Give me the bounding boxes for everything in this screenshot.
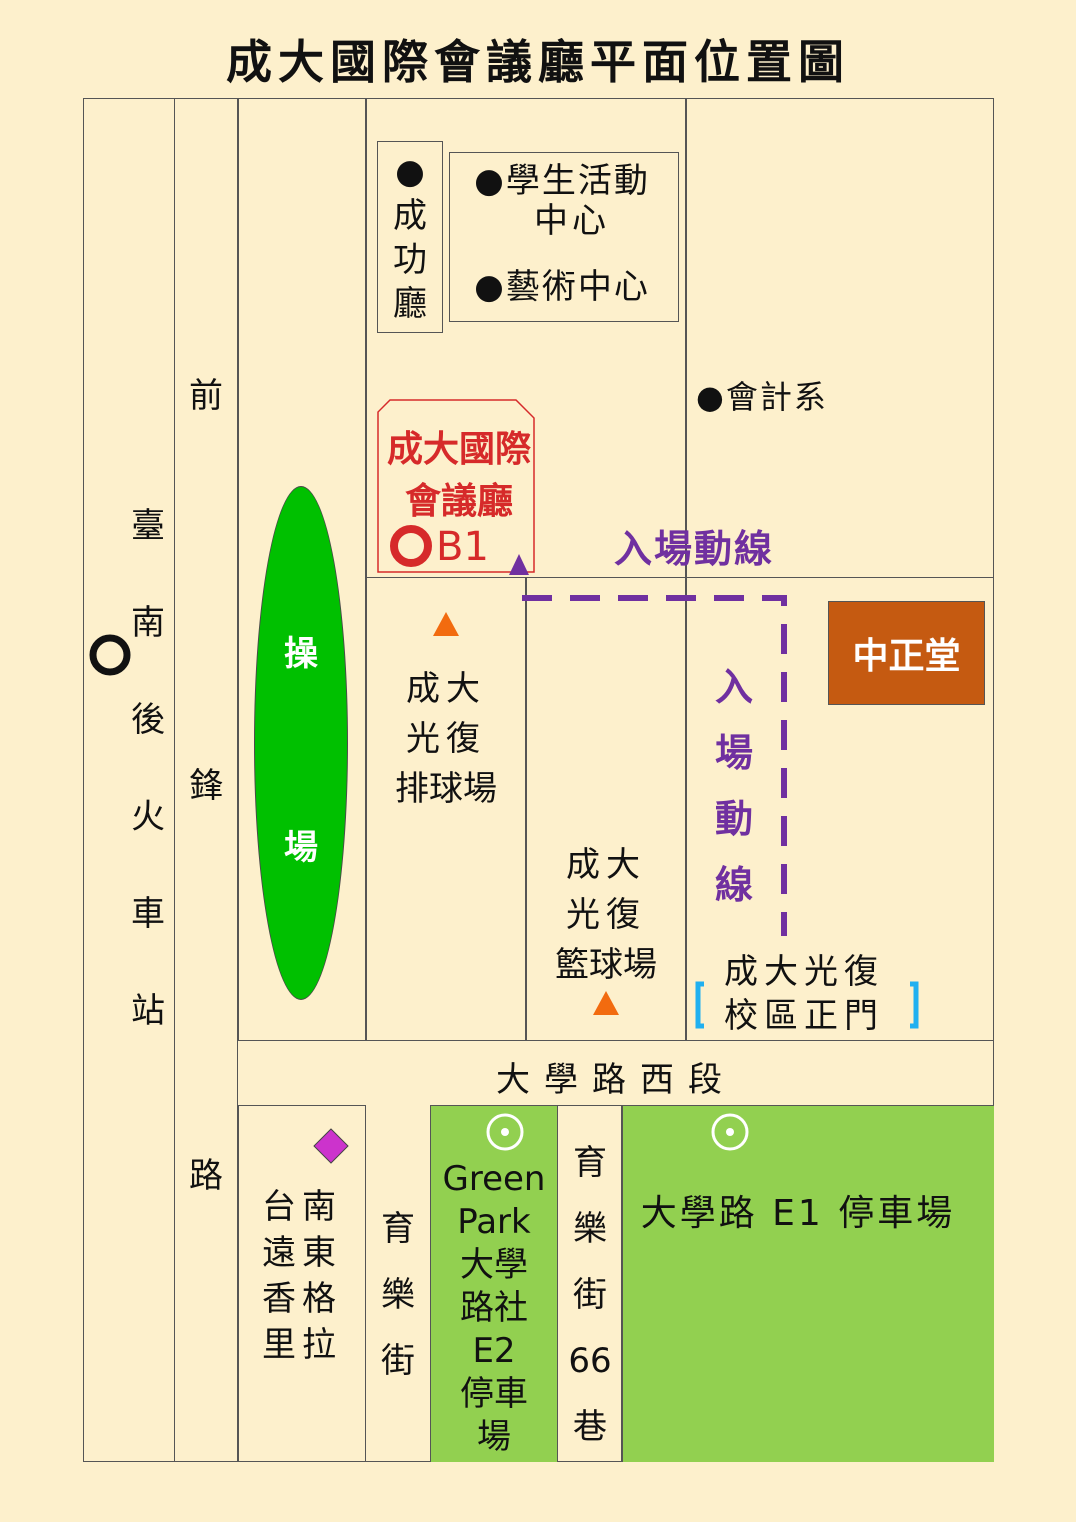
yule-lane-66-label: 育 樂 街 66 巷 [568,1143,612,1447]
station-marker [89,634,131,676]
map-title: 成大國際會議廳平面位置圖 [226,35,850,89]
gate-block [686,577,994,1041]
icc-floor-label: B1 [436,524,489,570]
basketball-triangle [593,991,619,1015]
yule-street-label: 育 樂 街 [381,1209,415,1381]
route-label-vertical: 入 場 動 線 [714,665,753,907]
volleyball-block [366,577,526,1041]
volleyball-label: 成大 光復 排球場 [395,669,497,809]
parking-e1-label: 大學路 E1 停車場 [640,1193,956,1234]
icc-name-line2: 會議廳 [404,481,513,522]
road-char-qian: 前 [189,376,223,416]
parking-e2-label: Green Park 大學 路社 E2 停車 場 [442,1159,546,1457]
road-char-lu: 路 [189,1156,223,1196]
art-center-label: ●藝術中心 [474,267,650,307]
basketball-label: 成大 光復 籃球場 [555,845,657,985]
student-center-line2: 中心 [534,201,610,241]
playground-field [254,486,348,1000]
zhongzheng-hall: 中正堂 [828,601,985,705]
playground-char-2: 場 [284,828,318,868]
main-gate-line2: 校區正門 [724,996,884,1036]
basketball-block [526,577,686,1041]
main-gate-line1: 成大光復 [724,952,884,992]
qianfeng-road [174,98,238,1462]
volleyball-triangle [433,612,459,636]
playground-block [238,98,366,1041]
icc-location-marker [390,525,432,567]
gate-bracket-right [910,981,919,1029]
parking-e2-block [430,1105,558,1462]
entrance-route-path [522,595,787,936]
gate-bracket-left [695,981,704,1029]
student-art-center-box [449,152,679,322]
road-char-feng: 鋒 [189,766,223,806]
parking-e1-block [622,1105,994,1462]
parking-e2-marker [486,1113,524,1151]
chenggong-hall-box [377,141,443,333]
daxue-road-west-label: 大學路西段 [496,1060,736,1100]
parking-e1-marker [711,1113,749,1151]
station-label: 臺 南 後 火 車 站 [131,506,165,1031]
icc-entrance-triangle [509,554,529,575]
yule-66-lane [558,1105,622,1462]
accounting-label: ●會計系 [696,378,828,416]
playground-char-1: 操 [284,634,318,674]
icc-name-line1: 成大國際 [386,429,531,470]
chenggong-hall-label: ● 成 功 廳 [393,152,427,324]
hotel-block [238,1105,366,1462]
hotel-label: 台南 遠東 香格 里拉 [262,1187,342,1365]
hotel-diamond-icon [313,1128,349,1164]
route-label-horizontal: 入場動線 [613,527,774,571]
student-center-line1: ●學生活動 [474,161,650,201]
